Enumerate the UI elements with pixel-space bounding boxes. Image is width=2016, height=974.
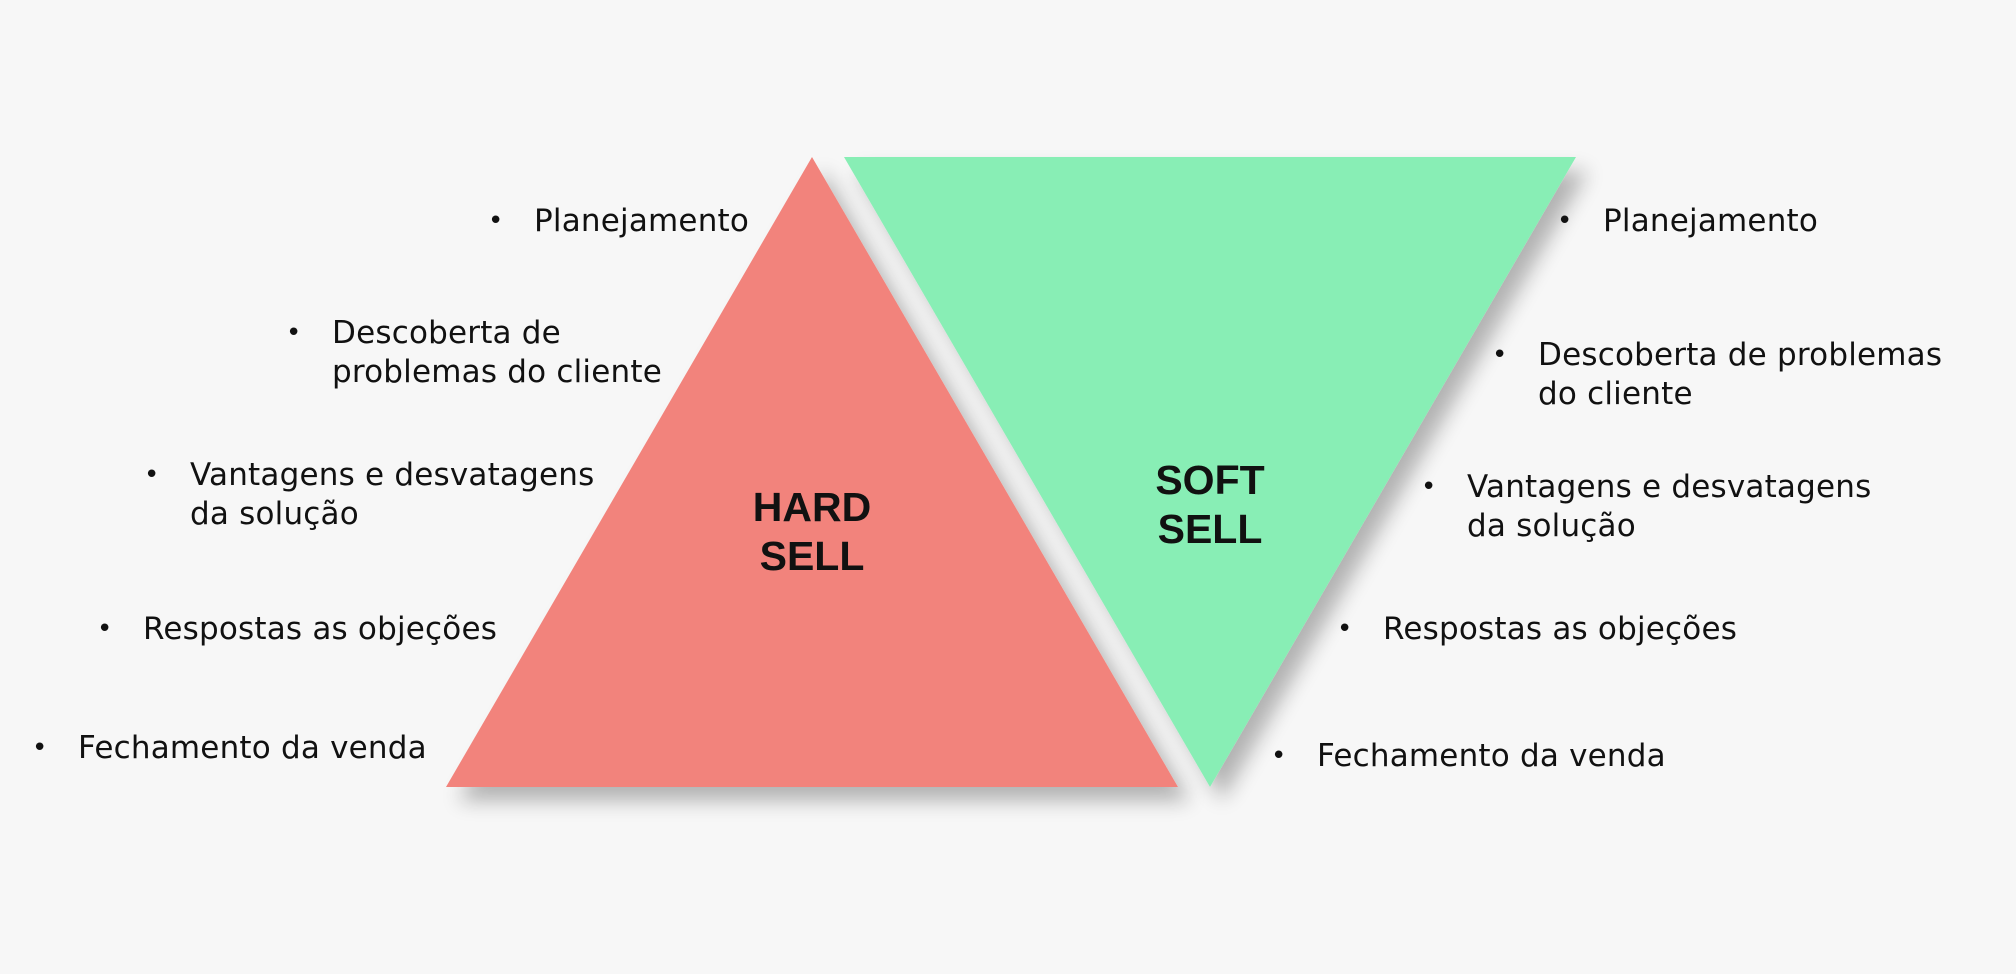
soft-sell-item-planejamento: • Planejamento	[1557, 202, 1819, 241]
hard-sell-item-fechamento: • Fechamento da venda	[32, 729, 427, 768]
hard-sell-item-vantagens: • Vantagens e desvatagens da solução	[144, 456, 610, 534]
bullet-dot-icon: •	[1492, 340, 1508, 370]
soft-sell-label: SOFT SELL	[1100, 456, 1320, 554]
bullet-dot-icon: •	[32, 733, 48, 763]
hard-sell-item-descoberta: • Descoberta de problemas do cliente	[286, 314, 712, 392]
soft-sell-label-line2: SELL	[1157, 506, 1263, 552]
bullet-dot-icon: •	[144, 460, 160, 490]
bullet-dot-icon: •	[1557, 206, 1573, 236]
soft-sell-triangle	[844, 157, 1576, 787]
soft-sell-item-vantagens: • Vantagens e desvatagens da solução	[1421, 468, 1917, 546]
hard-sell-item-label: Vantagens e desvatagens da solução	[190, 457, 595, 532]
soft-sell-label-line1: SOFT	[1155, 457, 1265, 503]
soft-sell-item-label: Fechamento da venda	[1317, 738, 1666, 774]
hard-sell-item-label: Planejamento	[534, 203, 750, 239]
soft-sell-item-descoberta: • Descoberta de problemas do cliente	[1492, 336, 1978, 414]
soft-sell-item-label: Planejamento	[1603, 203, 1819, 239]
hard-sell-item-planejamento: • Planejamento	[488, 202, 750, 241]
bullet-dot-icon: •	[97, 614, 113, 644]
hard-sell-label: HARD SELL	[702, 483, 922, 581]
bullet-dot-icon: •	[1271, 741, 1287, 771]
soft-sell-item-label: Descoberta de problemas do cliente	[1538, 337, 1943, 412]
hard-sell-item-respostas: • Respostas as objeções	[97, 610, 498, 649]
bullet-dot-icon: •	[286, 318, 302, 348]
hard-sell-label-line1: HARD	[752, 484, 872, 530]
hard-sell-item-label: Descoberta de problemas do cliente	[332, 315, 662, 390]
bullet-dot-icon: •	[1421, 472, 1437, 502]
soft-sell-item-label: Respostas as objeções	[1383, 611, 1738, 647]
bullet-dot-icon: •	[488, 206, 504, 236]
soft-sell-item-label: Vantagens e desvatagens da solução	[1467, 469, 1872, 544]
hard-sell-triangle	[446, 157, 1178, 787]
bullet-dot-icon: •	[1337, 614, 1353, 644]
hard-sell-item-label: Respostas as objeções	[143, 611, 498, 647]
soft-sell-item-fechamento: • Fechamento da venda	[1271, 737, 1666, 776]
soft-sell-item-respostas: • Respostas as objeções	[1337, 610, 1738, 649]
hard-sell-label-line2: SELL	[759, 533, 865, 579]
hard-sell-item-label: Fechamento da venda	[78, 730, 427, 766]
